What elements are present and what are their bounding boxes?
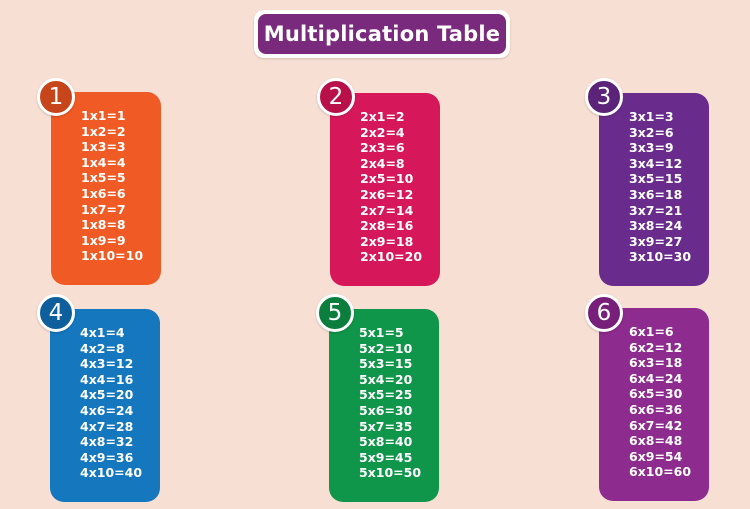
table-1-line-2: 1x2=2: [81, 123, 126, 139]
table-2-number-badge: 2: [317, 78, 355, 116]
table-1-number-badge: 1: [37, 78, 75, 116]
table-3-line-3: 3x3=9: [629, 140, 674, 156]
table-5-line-8: 5x8=40: [359, 434, 413, 450]
table-4-line-10: 4x10=40: [80, 465, 143, 481]
table-4-line-5: 4x5=20: [80, 387, 134, 403]
table-3-line-5: 3x5=15: [629, 171, 683, 187]
table-5-number-badge: 5: [316, 294, 354, 332]
table-card-6: 6x1=6 6x2=12 6x3=18 6x4=24 6x5=30 6x6=36…: [599, 308, 709, 501]
table-1-lines: 1x1=1 1x2=2 1x3=3 1x4=4 1x5=5 1x6=6 1x7=…: [81, 108, 143, 264]
table-2-line-1: 2x1=2: [360, 109, 405, 124]
table-1-line-9: 1x9=9: [81, 232, 126, 248]
table-2-line-10: 2x10=20: [360, 249, 423, 265]
table-2-line-3: 2x3=6: [360, 140, 405, 156]
table-4-line-6: 4x6=24: [80, 402, 134, 418]
table-4-line-3: 4x3=12: [80, 356, 134, 372]
table-2-line-4: 2x4=8: [360, 155, 405, 171]
table-5-line-2: 5x2=10: [359, 340, 413, 356]
table-6-line-4: 6x4=24: [629, 370, 683, 386]
table-5-line-6: 5x6=30: [359, 402, 413, 418]
table-3-line-2: 3x2=6: [629, 124, 674, 140]
table-2-line-8: 2x8=16: [360, 218, 414, 234]
table-4-line-7: 4x7=28: [80, 418, 134, 434]
table-3-number-badge: 3: [585, 78, 623, 116]
table-3-line-1: 3x1=3: [629, 109, 674, 124]
table-4-lines: 4x1=4 4x2=8 4x3=12 4x4=16 4x5=20 4x6=24 …: [80, 325, 142, 481]
table-card-2: 2x1=2 2x2=4 2x3=6 2x4=8 2x5=10 2x6=12 2x…: [330, 93, 440, 286]
table-1-line-7: 1x7=7: [81, 201, 126, 217]
table-1-line-8: 1x8=8: [81, 217, 126, 233]
table-2-line-7: 2x7=14: [360, 202, 414, 218]
table-3-line-10: 3x10=30: [629, 249, 692, 265]
table-4-line-2: 4x2=8: [80, 340, 125, 356]
table-5-line-7: 5x7=35: [359, 418, 413, 434]
table-3-line-6: 3x6=18: [629, 186, 683, 202]
table-6-line-6: 6x6=36: [629, 401, 683, 417]
table-5-line-3: 5x3=15: [359, 356, 413, 372]
table-2-line-9: 2x9=18: [360, 233, 414, 249]
table-2-lines: 2x1=2 2x2=4 2x3=6 2x4=8 2x5=10 2x6=12 2x…: [360, 109, 422, 265]
table-4-line-8: 4x8=32: [80, 434, 134, 450]
table-6-line-9: 6x9=54: [629, 448, 683, 464]
table-6-line-5: 6x5=30: [629, 386, 683, 402]
table-4-number-badge: 4: [37, 294, 75, 332]
table-3-lines: 3x1=3 3x2=6 3x3=9 3x4=12 3x5=15 3x6=18 3…: [629, 109, 691, 265]
table-3-line-7: 3x7=21: [629, 202, 683, 218]
table-2-line-2: 2x2=4: [360, 124, 405, 140]
table-3-line-9: 3x9=27: [629, 233, 683, 249]
page-title: Multiplication Table: [258, 14, 506, 54]
table-6-line-3: 6x3=18: [629, 355, 683, 371]
table-6-line-2: 6x2=12: [629, 339, 683, 355]
table-5-line-10: 5x10=50: [359, 465, 422, 481]
table-6-line-8: 6x8=48: [629, 433, 683, 449]
table-5-line-1: 5x1=5: [359, 325, 404, 340]
table-4-line-9: 4x9=36: [80, 449, 134, 465]
table-3-line-8: 3x8=24: [629, 218, 683, 234]
table-4-line-4: 4x4=16: [80, 371, 134, 387]
table-card-5: 5x1=5 5x2=10 5x3=15 5x4=20 5x5=25 5x6=30…: [329, 309, 439, 502]
table-3-line-4: 3x4=12: [629, 155, 683, 171]
table-1-line-3: 1x3=3: [81, 139, 126, 155]
table-5-line-5: 5x5=25: [359, 387, 413, 403]
table-6-line-10: 6x10=60: [629, 464, 692, 480]
table-1-line-1: 1x1=1: [81, 108, 126, 123]
table-6-line-7: 6x7=42: [629, 417, 683, 433]
table-5-line-4: 5x4=20: [359, 371, 413, 387]
table-1-line-6: 1x6=6: [81, 185, 126, 201]
table-6-number-badge: 6: [585, 294, 623, 332]
table-1-line-10: 1x10=10: [81, 248, 144, 264]
table-2-line-6: 2x6=12: [360, 186, 414, 202]
table-1-line-5: 1x5=5: [81, 170, 126, 186]
table-4-line-1: 4x1=4: [80, 325, 125, 340]
table-5-lines: 5x1=5 5x2=10 5x3=15 5x4=20 5x5=25 5x6=30…: [359, 325, 421, 481]
table-1-line-4: 1x4=4: [81, 154, 126, 170]
table-6-line-1: 6x1=6: [629, 324, 674, 339]
table-card-1: 1x1=1 1x2=2 1x3=3 1x4=4 1x5=5 1x6=6 1x7=…: [51, 92, 161, 285]
title-banner: Multiplication Table: [254, 10, 510, 58]
table-card-4: 4x1=4 4x2=8 4x3=12 4x4=16 4x5=20 4x6=24 …: [50, 309, 160, 502]
table-6-lines: 6x1=6 6x2=12 6x3=18 6x4=24 6x5=30 6x6=36…: [629, 324, 691, 480]
table-card-3: 3x1=3 3x2=6 3x3=9 3x4=12 3x5=15 3x6=18 3…: [599, 93, 709, 286]
table-2-line-5: 2x5=10: [360, 171, 414, 187]
table-5-line-9: 5x9=45: [359, 449, 413, 465]
